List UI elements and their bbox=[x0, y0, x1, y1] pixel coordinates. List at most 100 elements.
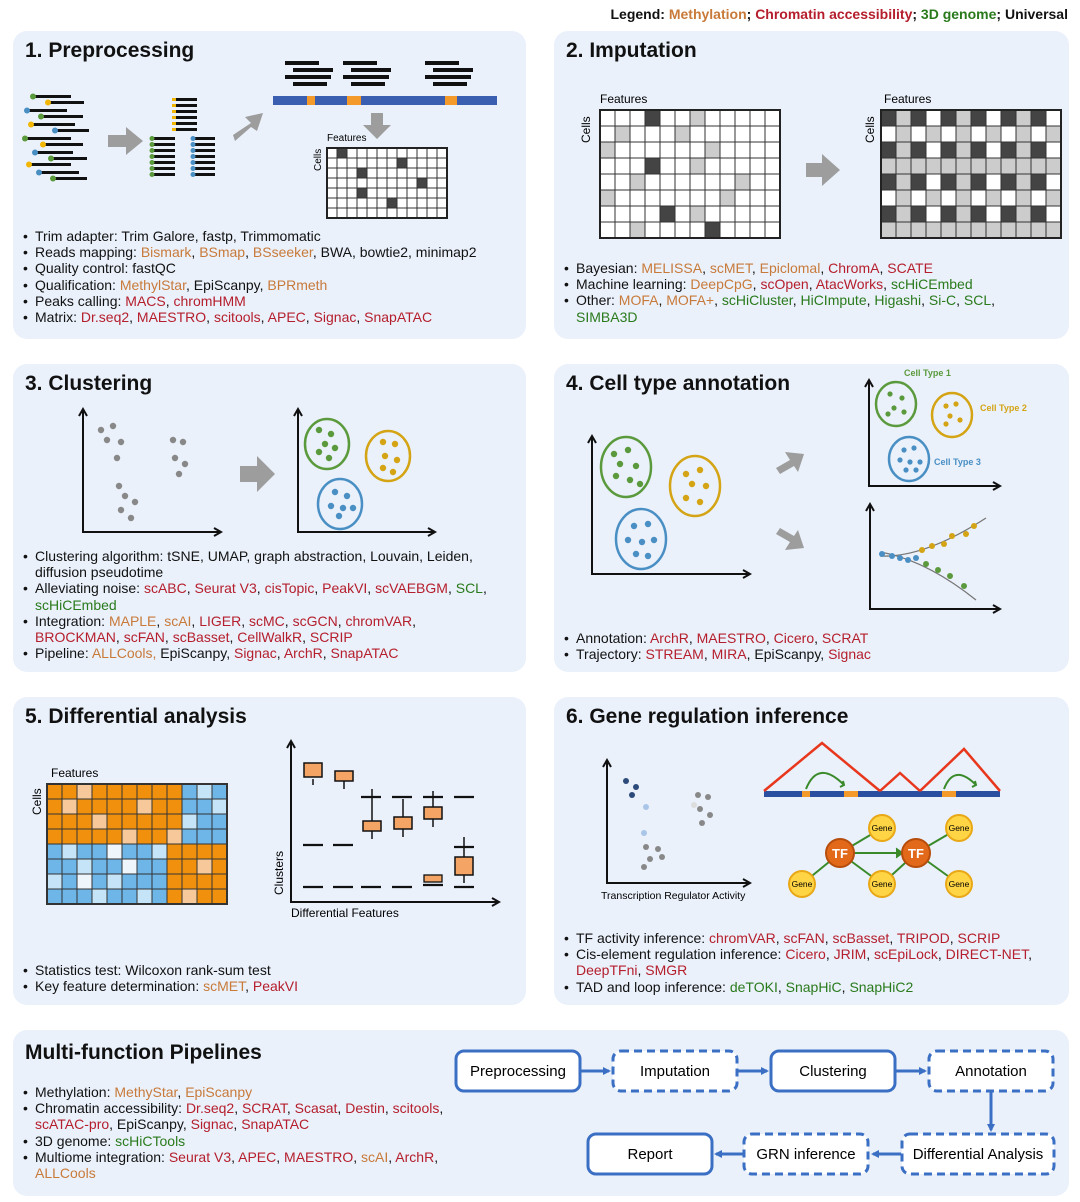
heatmap-border bbox=[46, 783, 228, 905]
matrix-cell bbox=[895, 125, 912, 143]
flow-node-differential bbox=[900, 1132, 1056, 1176]
tool-name: APEC bbox=[267, 309, 306, 326]
tool-name: , bbox=[841, 978, 850, 995]
matrix-cell bbox=[659, 157, 676, 175]
legend-item: Universal bbox=[1004, 6, 1068, 22]
matrix-x-label: Features bbox=[600, 92, 647, 106]
tool-name: Seurat V3 bbox=[168, 1148, 232, 1165]
read-segment bbox=[285, 61, 319, 65]
tool-name: , bbox=[765, 630, 774, 646]
matrix-cell bbox=[396, 157, 408, 169]
matrix-cell bbox=[46, 843, 63, 860]
tool-name: Alleviating noise: bbox=[35, 580, 144, 597]
matrix-cell bbox=[719, 221, 736, 239]
read-segment bbox=[175, 122, 197, 125]
scatter-point bbox=[103, 436, 111, 444]
tool-name: scAI bbox=[164, 612, 192, 629]
matrix-cell bbox=[940, 141, 957, 159]
tf-label: TF bbox=[908, 846, 924, 861]
cis-element bbox=[802, 791, 810, 797]
tool-name: scHiCEmbed bbox=[35, 596, 117, 613]
matrix-cell bbox=[91, 888, 108, 905]
tool-name: , bbox=[825, 946, 834, 963]
scatter-point bbox=[702, 482, 710, 490]
scatter-point bbox=[610, 450, 618, 458]
imputation-graphic: Features Cells Features Cells bbox=[579, 92, 1062, 239]
matrix-cell bbox=[136, 858, 153, 875]
cell-feature-matrix bbox=[326, 147, 448, 219]
matrix-cell bbox=[910, 173, 927, 191]
scatter-point bbox=[919, 547, 925, 553]
matrix-cell bbox=[880, 109, 897, 127]
scatter-point bbox=[961, 583, 967, 589]
matrix-cell bbox=[346, 157, 358, 169]
matrix-cell bbox=[406, 157, 418, 169]
read-tip bbox=[50, 175, 56, 182]
tool-name: scAI bbox=[361, 1148, 389, 1165]
matrix-cell bbox=[366, 177, 378, 189]
tool-name: , bbox=[234, 1100, 242, 1117]
matrix-cell bbox=[925, 109, 942, 127]
matrix-cell bbox=[629, 157, 646, 175]
matrix-cell bbox=[644, 141, 661, 159]
matrix-cell bbox=[985, 109, 1002, 127]
legend-separator: ; bbox=[746, 6, 756, 22]
matrix-cell bbox=[910, 157, 927, 175]
matrix-cell bbox=[1015, 157, 1032, 175]
matrix-cell bbox=[910, 141, 927, 159]
matrix-cell bbox=[880, 141, 897, 159]
matrix-cell bbox=[346, 207, 358, 219]
scatter-point bbox=[321, 440, 329, 448]
tool-name: , bbox=[129, 309, 137, 326]
scatter-point bbox=[899, 395, 905, 401]
cell-type-label: Cell Type 2 bbox=[980, 403, 1027, 413]
bullet-item: Multiome integration: Seurat V3, APEC, M… bbox=[23, 1149, 443, 1165]
tool-name: , bbox=[1028, 946, 1032, 963]
flow-node-label: Report bbox=[627, 1146, 673, 1163]
read-segment bbox=[153, 137, 175, 140]
matrix-cell bbox=[181, 798, 198, 815]
matrix-cell bbox=[46, 873, 63, 890]
tool-name: Chromatin accessibility: bbox=[35, 1100, 186, 1117]
panel-regulation: 6. Gene regulation inference Transcripti… bbox=[554, 697, 1069, 1005]
imputation-bullets: Bayesian: MELISSA, scMET, Epiclomal, Chr… bbox=[564, 260, 995, 325]
read-segment bbox=[285, 75, 331, 79]
matrix-cell bbox=[121, 813, 138, 830]
matrix-cell bbox=[1030, 157, 1047, 175]
matrix-cell bbox=[940, 157, 957, 175]
matrix-cell bbox=[181, 783, 198, 800]
matrix-x-label: Features bbox=[884, 92, 931, 106]
matrix-cell bbox=[106, 813, 123, 830]
scatter-point bbox=[335, 512, 343, 520]
clustering-bullets: Clustering algorithm: tSNE, UMAP, graph … bbox=[23, 548, 487, 662]
tool-name: SCRIP bbox=[309, 629, 353, 646]
tool-name: AtacWorks bbox=[815, 276, 884, 293]
matrix-cell bbox=[376, 157, 388, 169]
scatter-point bbox=[641, 830, 647, 836]
matrix-cell bbox=[734, 109, 751, 127]
scatter-point bbox=[957, 417, 963, 423]
matrix-cell bbox=[121, 858, 138, 875]
scatter-point bbox=[624, 536, 632, 544]
read-segment bbox=[193, 137, 215, 140]
matrix-cell bbox=[985, 141, 1002, 159]
matrix-cell bbox=[1000, 205, 1017, 223]
tool-name: scGCN bbox=[292, 612, 338, 629]
matrix-cell bbox=[940, 125, 957, 143]
tool-name: Machine learning: bbox=[576, 276, 691, 293]
tool-name: Key feature determination: bbox=[35, 978, 204, 995]
gene-node bbox=[945, 870, 973, 898]
matrix-cell bbox=[1045, 189, 1062, 207]
read-segment bbox=[153, 149, 175, 152]
read-segment bbox=[193, 167, 215, 170]
tool-name: STREAM bbox=[645, 646, 704, 663]
matrix-cell bbox=[895, 221, 912, 239]
matrix-cell bbox=[880, 205, 897, 223]
legend-item: Chromatin accessibility bbox=[755, 6, 913, 22]
tool-name: MAPLE bbox=[108, 612, 157, 629]
bullet-item: Qualification: MethylStar, EpiScanpy, BP… bbox=[23, 277, 476, 293]
matrix-cell bbox=[61, 828, 78, 845]
scatter-point bbox=[331, 488, 339, 496]
matrix-cell bbox=[955, 173, 972, 191]
matrix-cell bbox=[674, 157, 691, 175]
